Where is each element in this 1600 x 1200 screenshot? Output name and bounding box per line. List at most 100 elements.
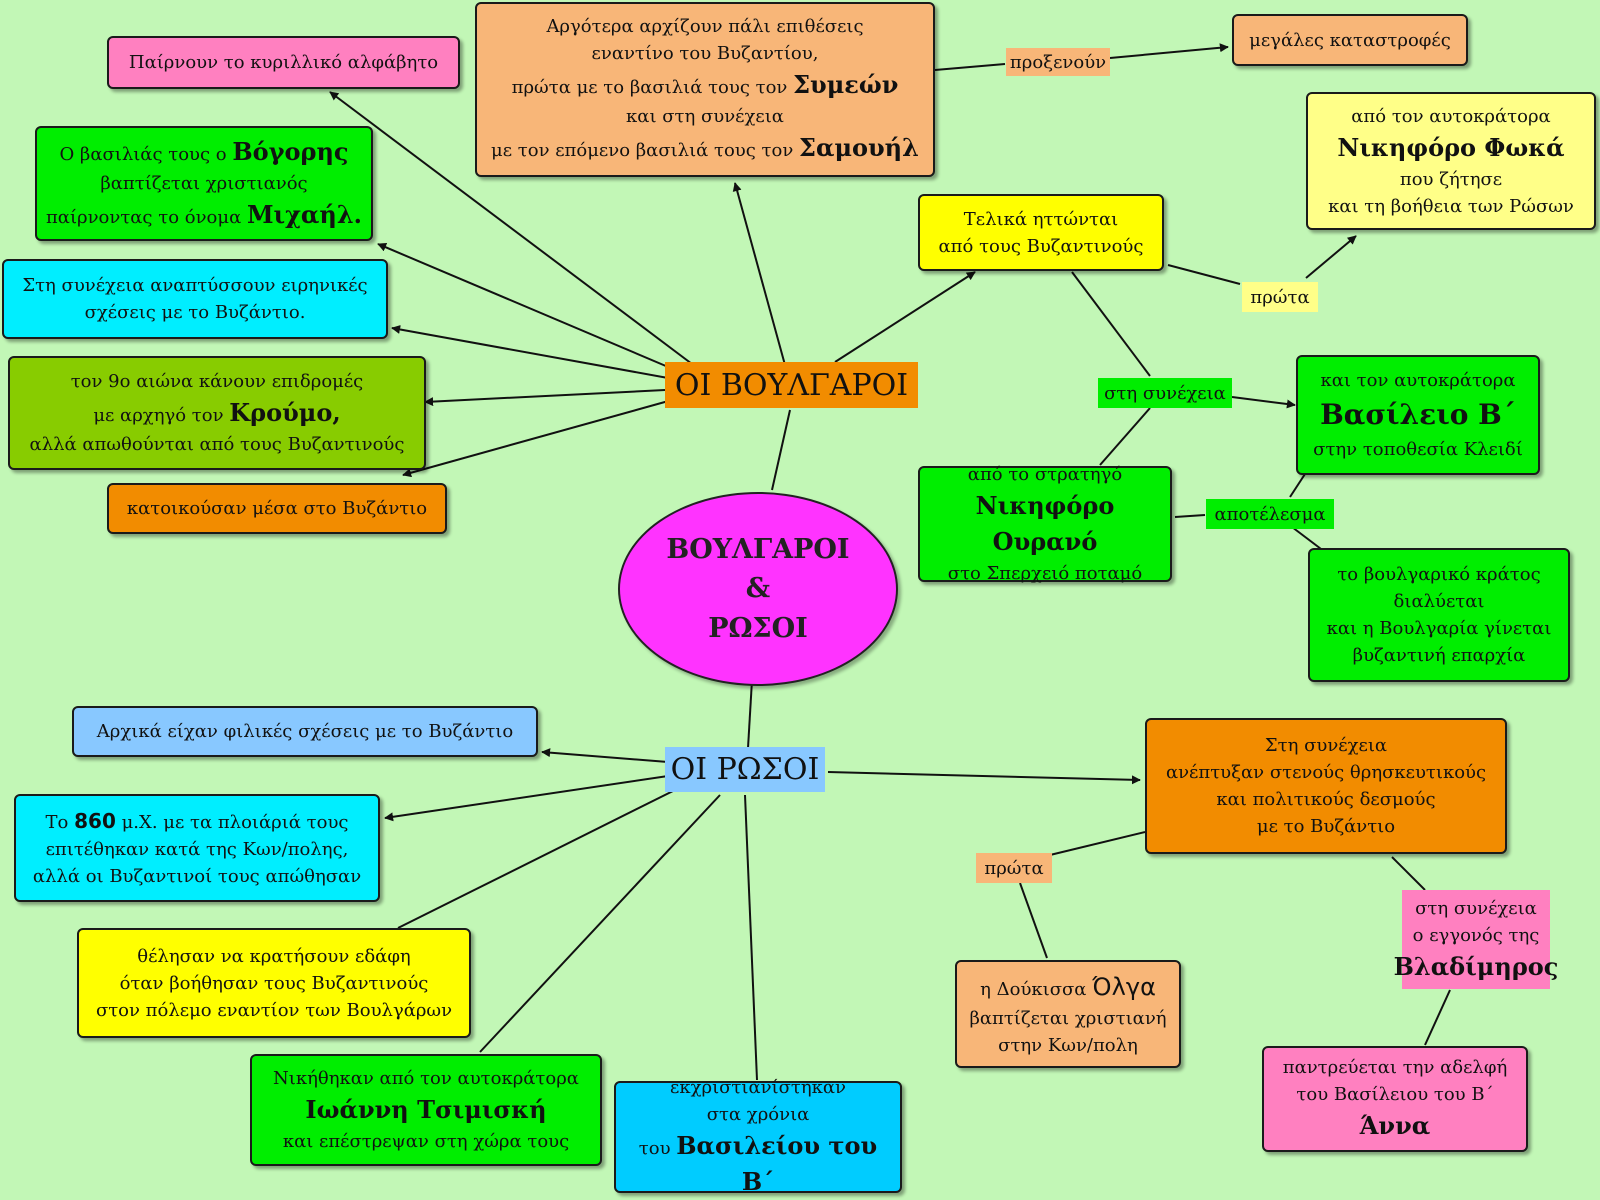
center-topic: ΒΟΥΛΓΑΡΟΙ & ΡΩΣΟΙ [618, 492, 898, 686]
christian-line-2: στα χρόνια [706, 1104, 810, 1125]
first-label-bulgarians: πρώτα [1242, 282, 1318, 312]
olga-line-3: στην Κων/πολη [998, 1035, 1138, 1056]
line-center-rus [747, 679, 753, 749]
olga-line-2: βαπτίζεται χριστιανή [969, 1008, 1167, 1029]
ouranos-line-1: από το στρατηγό [967, 464, 1123, 485]
friendly-text: Αρχικά είχαν φιλικές σχέσεις με το Βυζάν… [96, 721, 514, 742]
year-860: 860 [74, 809, 116, 833]
arrow-to-friendly [541, 748, 669, 763]
line-bul-to-center [771, 409, 791, 491]
line-defeated-next [1071, 271, 1151, 377]
boris-line-1: Ο βασιλιάς τους ο Βόγορης [59, 137, 349, 166]
line-ties-vladimir [1391, 856, 1426, 891]
arrow-to-defeated [834, 271, 976, 363]
michael-name: Μιχαήλ. [246, 200, 363, 229]
ouranos-line-3: στο Σπερχειό ποταμό [947, 563, 1143, 584]
anna-box: παντρεύεται την αδελφή του Βασίλειου του… [1262, 1046, 1528, 1152]
phokas-line-1: από τον αυτοκράτορα [1351, 105, 1551, 127]
arrow-to-cyrillic [329, 91, 701, 371]
ouranos-box: από το στρατηγό Νικηφόρο Ουρανό στο Σπερ… [918, 464, 1172, 584]
vladimir-line-2: ο εγγονός της [1412, 924, 1540, 946]
arrow-to-boris [377, 243, 681, 373]
ouranos-name: Νικηφόρο Ουρανό [975, 491, 1115, 556]
lands-line-1: θέλησαν να κρατήσουν εδάφη [137, 945, 411, 967]
defeated-line-2: από τους Βυζαντινούς [938, 235, 1144, 257]
attack860-line-3: αλλά οι Βυζαντινοί τους απώθησαν [32, 866, 362, 887]
arrow-to-later [732, 182, 786, 366]
later-line-3: πρώτα με το βασιλιά τους τον Συμεών [511, 70, 899, 99]
krum-box: τον 9ο αιώνα κάνουν επιδρομές με αρχηγό … [8, 356, 426, 470]
line-result-basil [1289, 473, 1306, 498]
line-ouranos-result [1174, 514, 1206, 518]
line-defeated-first [1167, 264, 1241, 285]
later-line-2: εναντίνο του Βυζαντίου, [591, 43, 819, 64]
lands-line-3: στον πόλεμο εναντίον των Βουλγάρων [95, 999, 453, 1021]
phokas-line-3: που ζήτησε [1399, 168, 1503, 190]
arrow-cause-disasters [1109, 43, 1229, 59]
krum-line-2: με αρχηγό τον Κρούμο, [93, 398, 341, 427]
arrow-first-phokas [1305, 235, 1357, 279]
arrow-to-krum [424, 389, 666, 407]
ties-line-2: ανέπτυξαν στενούς θρησκευτικούς [1165, 762, 1487, 783]
basil-line-1: και τον αυτοκράτορα [1320, 370, 1516, 391]
dissolved-line-1: το βουλγαρικό κράτος [1337, 564, 1541, 585]
lived-box: κατοικούσαν μέσα στο Βυζάντιο [107, 483, 447, 534]
line-first-olga [1019, 882, 1048, 959]
later-line-5: με τον επόμενο βασιλιά τους τον Σαμουήλ [491, 133, 919, 162]
arrow-to-peace [391, 325, 669, 379]
boris-name: Βόγορης [232, 137, 349, 166]
phokas-line-4: και τη βοήθεια των Ρώσων [1328, 195, 1574, 217]
christian-line-1: εκχριστιανίστηκαν [670, 1077, 846, 1098]
dissolved-line-4: βυζαντινή επαρχία [1352, 645, 1526, 666]
basil-box: και τον αυτοκράτορα Βασίλειο Β΄ στην τοπ… [1296, 355, 1540, 475]
arrow-next-basil [1231, 396, 1296, 409]
attack860-line-2: επιτέθηκαν κατά της Κων/πολης, [45, 839, 349, 860]
line-next-ouranos [1099, 407, 1151, 466]
basil-ii-name: Βασιλείου του Β΄ [676, 1131, 878, 1196]
ties-line-4: με το Βυζάντιο [1256, 816, 1396, 837]
peace-line-2: σχέσεις με το Βυζάντιο. [84, 302, 306, 323]
arrow-to-ties [827, 771, 1141, 785]
basil-name: Βασίλειο Β΄ [1320, 398, 1516, 431]
dissolved-line-3: και η Βουλγαρία γίνεται [1326, 618, 1552, 639]
anna-name: Άννα [1359, 1111, 1431, 1140]
cyrillic-text: Παίρνουν το κυριλλικό αλφάβητο [128, 52, 439, 73]
phokas-name: Νικηφόρο Φωκά [1337, 132, 1565, 162]
boris-box: Ο βασιλιάς τους ο Βόγορης βαπτίζεται χρι… [35, 126, 373, 241]
center-line-3: ΡΩΣΟΙ [708, 612, 808, 644]
next-label-bulgarians: στη συνέχεια [1098, 378, 1232, 408]
boris-line-2: βαπτίζεται χριστιανός [100, 173, 308, 194]
defeated-box: Τελικά ηττώνται από τους Βυζαντινούς [918, 194, 1164, 271]
line-vladimir-anna [1424, 989, 1451, 1046]
tzimiskes-line-3: και επέστρεψαν στη χώρα τους [282, 1131, 570, 1152]
samuel-name: Σαμουήλ [799, 133, 919, 162]
line-to-christian [744, 794, 758, 1081]
tzimiskes-box: Νικήθηκαν από τον αυτοκράτορα Ιωάννη Τσι… [250, 1054, 602, 1166]
line-to-lands [397, 789, 676, 929]
anna-line-1: παντρεύεται την αδελφή [1282, 1057, 1508, 1078]
phokas-box: από τον αυτοκράτορα Νικηφόρο Φωκά που ζή… [1306, 92, 1596, 230]
first-label-russians: πρώτα [976, 853, 1052, 883]
krum-line-3: αλλά απωθούνται από τους Βυζαντινούς [29, 434, 405, 455]
ties-line-3: και πολιτικούς δεσμούς [1216, 789, 1436, 810]
dissolved-line-2: διαλύεται [1393, 591, 1485, 612]
krum-name: Κρούμο, [229, 398, 341, 427]
friendly-box: Αρχικά είχαν φιλικές σχέσεις με το Βυζάν… [72, 706, 538, 757]
russians-title: ΟΙ ΡΩΣΟΙ [665, 747, 825, 792]
christian-line-3: του Βασιλείου του Β΄ [638, 1131, 878, 1196]
symeon-name: Συμεών [793, 70, 899, 99]
center-line-2: & [745, 573, 771, 605]
bulgarians-title: ΟΙ ΒΟΥΛΓΑΡΟΙ [665, 362, 918, 408]
attack860-line-1: Το 860 μ.Χ. με τα πλοιάριά τους [45, 809, 349, 833]
line-to-tzimiskes [479, 794, 721, 1053]
olga-box: η Δούκισσα Όλγα βαπτίζεται χριστιανή στη… [955, 960, 1181, 1068]
olga-line-1: η Δούκισσα Όλγα [980, 973, 1156, 1001]
later-attacks-box: Αργότερα αρχίζουν πάλι επιθέσεις εναντίν… [475, 2, 935, 177]
vladimir-name: Βλαδίμηρος [1393, 951, 1559, 981]
arrow-to-lived [402, 399, 673, 478]
center-line-1: ΒΟΥΛΓΑΡΟΙ [666, 534, 850, 566]
attack860-box: Το 860 μ.Χ. με τα πλοιάριά τους επιτέθηκ… [14, 794, 380, 902]
lands-line-2: όταν βοήθησαν τους Βυζαντινούς [119, 972, 429, 994]
dissolved-box: το βουλγαρικό κράτος διαλύεται και η Βου… [1308, 548, 1570, 682]
